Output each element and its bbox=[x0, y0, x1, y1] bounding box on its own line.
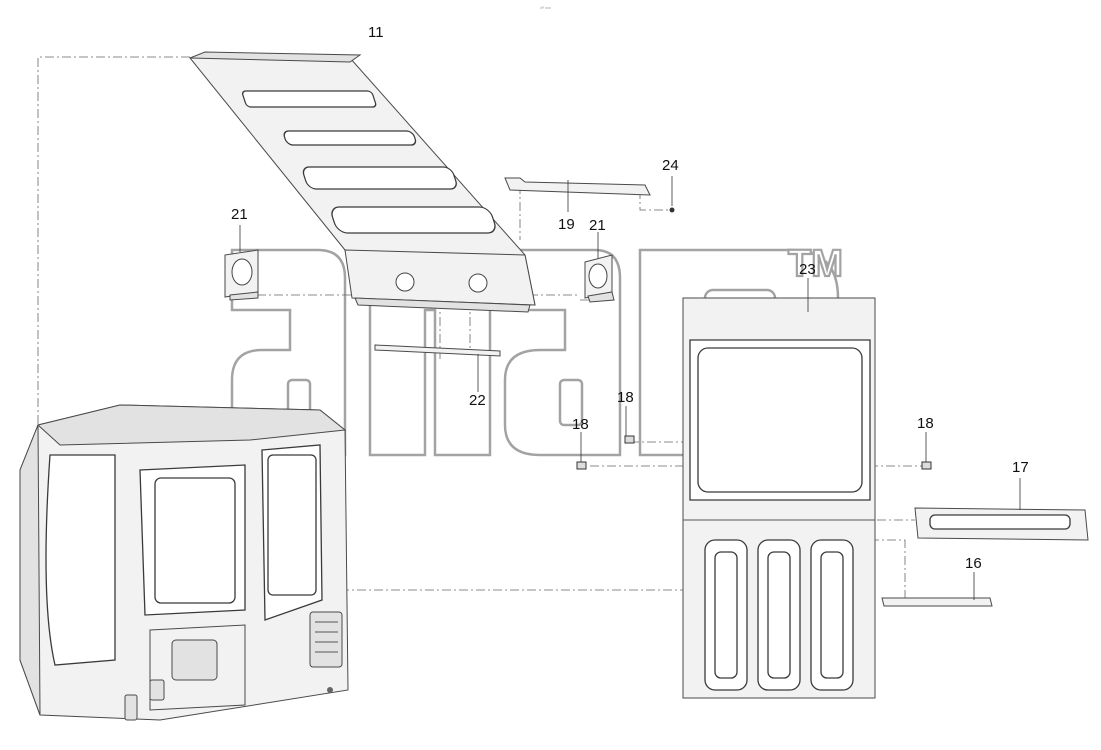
trademark: TM bbox=[788, 243, 843, 285]
clip-part-18-b bbox=[576, 432, 587, 470]
callout-24: 24 bbox=[662, 157, 679, 174]
top-mark: ᵒ⁰ ᵒᵒᵒ bbox=[540, 6, 551, 12]
callout-18-a: 18 bbox=[617, 389, 634, 406]
bracket-part-16 bbox=[881, 572, 993, 607]
callout-labels: 11 24 21 19 21 23 22 18 18 18 17 16 bbox=[231, 24, 1029, 572]
rear-panel-part-23 bbox=[682, 278, 876, 699]
callout-17: 17 bbox=[1012, 459, 1029, 476]
callout-11: 11 bbox=[368, 24, 384, 41]
callout-21-right: 21 bbox=[589, 217, 606, 234]
callout-19: 19 bbox=[558, 216, 575, 233]
callout-23: 23 bbox=[799, 261, 816, 278]
strip-part-22 bbox=[374, 344, 501, 392]
speaker-bracket-part-21-left bbox=[224, 225, 259, 301]
vent-part-17 bbox=[914, 478, 1089, 541]
operator-cab bbox=[19, 404, 349, 721]
bracket-part-19 bbox=[504, 177, 651, 212]
clip-part-18-a bbox=[624, 406, 635, 444]
speaker-bracket-part-21-right bbox=[584, 232, 615, 303]
fastener-part-24 bbox=[669, 176, 675, 213]
roof-panel-part-11 bbox=[188, 51, 536, 313]
callout-22: 22 bbox=[469, 392, 486, 409]
clip-part-18-c bbox=[921, 432, 932, 470]
callout-18-c: 18 bbox=[917, 415, 934, 432]
callout-16: 16 bbox=[965, 555, 982, 572]
callout-21-left: 21 bbox=[231, 206, 248, 223]
callout-18-b: 18 bbox=[572, 416, 589, 433]
